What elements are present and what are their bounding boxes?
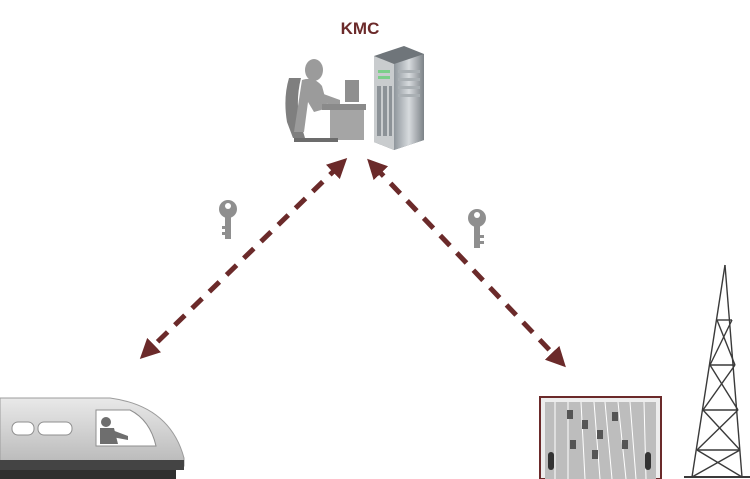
- kmc-wayside-link: [367, 158, 566, 368]
- driver-icon: [100, 417, 128, 444]
- operator-icon: [285, 59, 366, 142]
- kmc-label: KMC: [341, 19, 380, 38]
- key-icon: [468, 209, 486, 248]
- key-icon: [219, 200, 237, 239]
- train-icon: [0, 397, 185, 479]
- server-icon: [374, 46, 424, 150]
- control-cabinet-icon: [539, 396, 662, 479]
- radio-tower-icon: [684, 264, 750, 478]
- kmc-train-link: [139, 158, 348, 359]
